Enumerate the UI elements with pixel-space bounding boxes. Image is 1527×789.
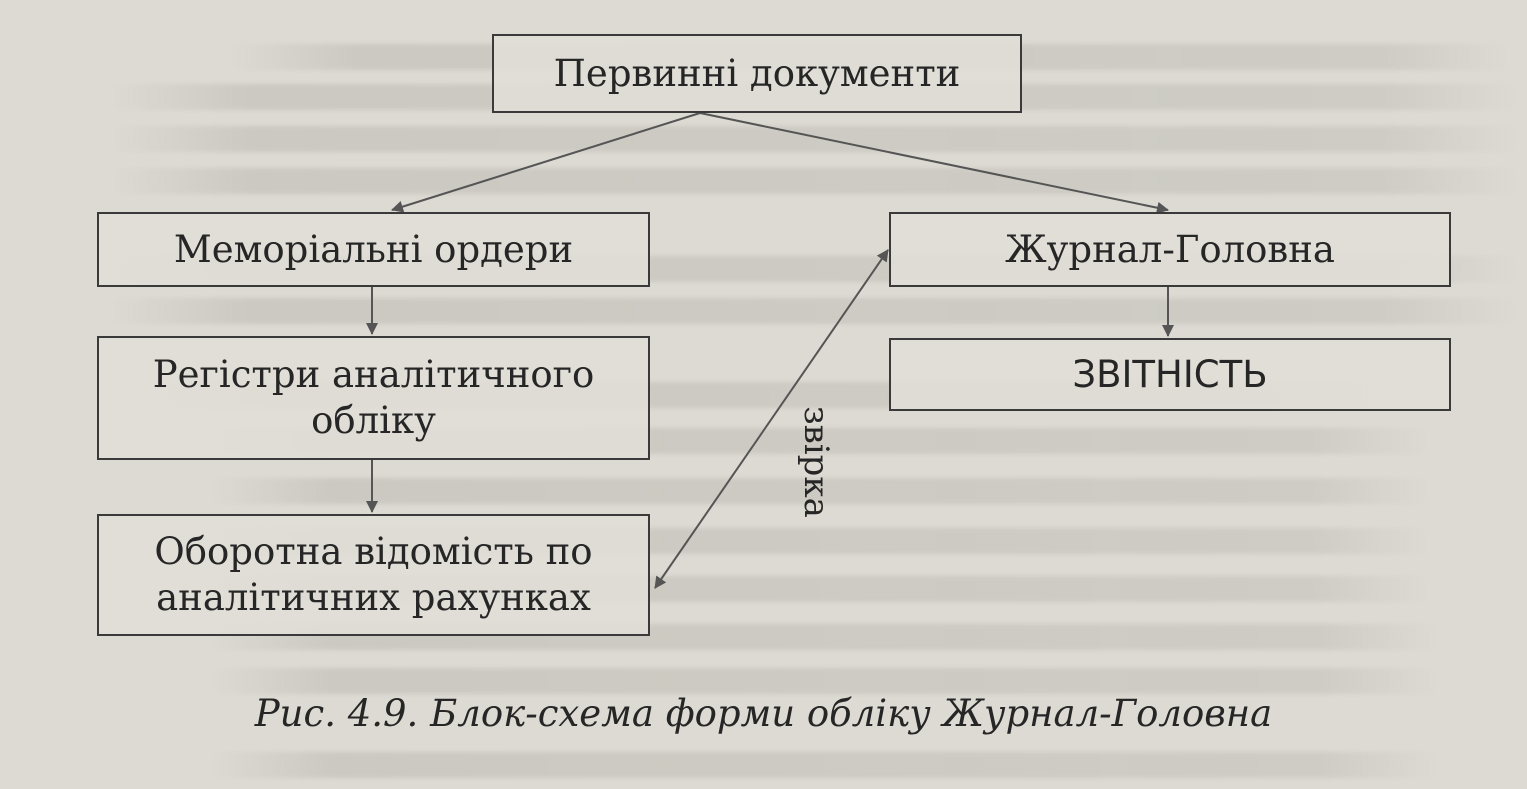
node-analytical-registers-line1: Регістри аналітичного [152,353,595,396]
reconciliation-label-text: звірка [796,406,837,518]
node-analytical-registers-line2: обліку [311,399,436,442]
node-journal-main-label: Журнал-Головна [1005,227,1335,271]
arrow-reconciliation-bidirectional [654,249,889,589]
node-memorial-orders-label: Меморіальні ордери [173,227,574,271]
node-turnover-statement-line1: Оборотна відомість по [154,530,593,573]
node-memorial-orders: Меморіальні ордери [97,212,650,287]
node-turnover-statement-line2: аналітичних рахунках [156,576,591,619]
arrow-primary-to-memorial [391,112,701,213]
node-turnover-statement: Оборотна відомість по аналітичних рахунк… [97,514,650,636]
node-primary-documents-label: Первинні документи [553,51,961,95]
node-reporting-label: ЗВІТНІСТЬ [1072,352,1268,396]
node-primary-documents: Первинні документи [492,34,1022,113]
figure-caption: Рис. 4.9. Блок-схема форми обліку Журнал… [254,692,1273,735]
arrow-primary-to-journal [699,112,1169,214]
node-journal-main: Журнал-Головна [889,212,1451,287]
node-analytical-registers: Регістри аналітичного обліку [97,336,650,460]
reconciliation-label: звірка [776,392,856,532]
node-reporting: ЗВІТНІСТЬ [889,338,1451,411]
